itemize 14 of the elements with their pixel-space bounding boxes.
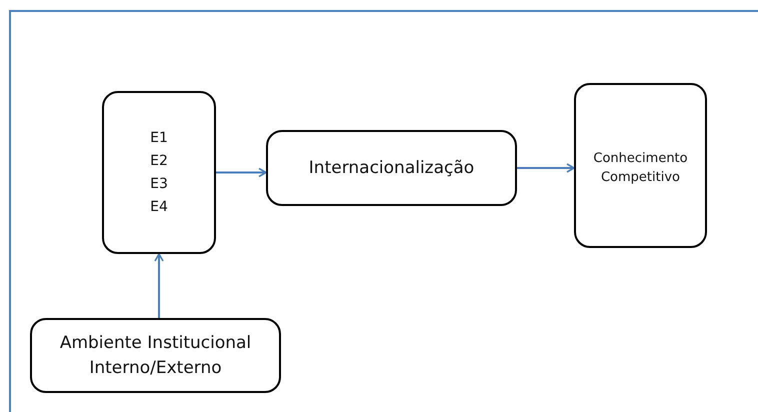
process-box — [30, 318, 281, 393]
arrow — [216, 168, 267, 178]
list-box — [102, 91, 216, 254]
node-text: Ambiente Institucional Interno/Externo — [58, 332, 252, 380]
arrow — [154, 253, 164, 318]
node-text: E4 — [150, 198, 168, 216]
node-text: Internacionalização — [308, 157, 474, 179]
node-text: E2 — [150, 152, 168, 170]
node-text: E3 — [150, 174, 168, 194]
node-text: E1 — [150, 128, 168, 148]
process-box — [266, 130, 517, 206]
node-text: Conhecimento Competitivo — [592, 150, 689, 187]
process-box — [574, 83, 707, 248]
arrow — [517, 163, 575, 173]
